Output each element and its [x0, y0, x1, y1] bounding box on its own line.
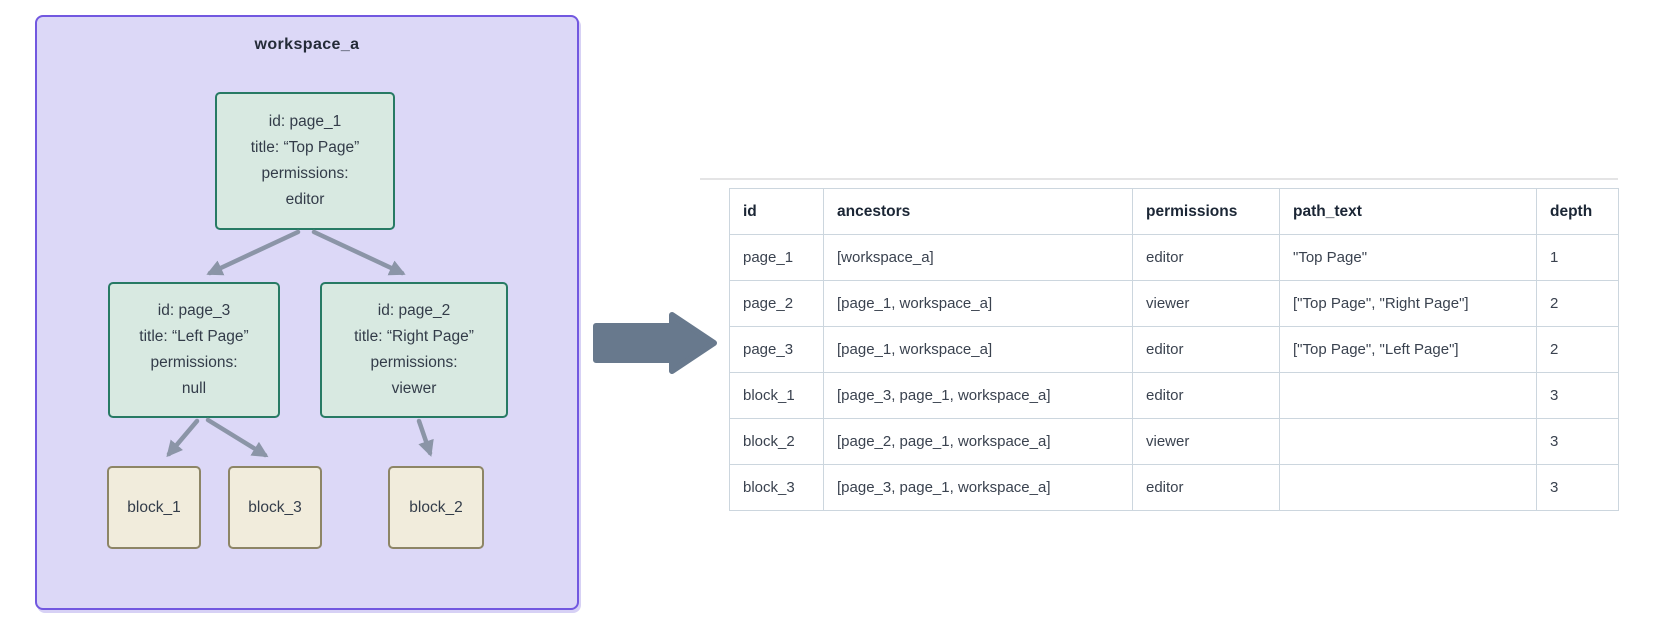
cell-path-text: ["Top Page", "Left Page"] [1279, 326, 1537, 373]
node-line: permissions: [150, 354, 238, 371]
cell-permissions: viewer [1132, 280, 1280, 327]
cell-depth: 3 [1536, 464, 1619, 511]
header-path-text: path_text [1279, 188, 1537, 235]
cell-id: page_3 [729, 326, 824, 373]
node-line: permissions: [370, 354, 458, 371]
node-page-2: id: page_2 title: “Right Page” permissio… [320, 282, 508, 418]
cell-path-text [1279, 418, 1537, 465]
node-line: viewer [391, 380, 437, 397]
node-line: title: “Top Page” [250, 139, 360, 156]
block-label: block_2 [409, 498, 463, 516]
cell-ancestors: [workspace_a] [823, 234, 1133, 281]
node-block-3: block_3 [228, 466, 322, 549]
cell-id: block_1 [729, 372, 824, 419]
block-label: block_3 [248, 498, 302, 516]
node-line: null [181, 380, 207, 397]
cell-id: block_2 [729, 418, 824, 465]
cell-permissions: editor [1132, 234, 1280, 281]
node-line: id: page_2 [377, 302, 451, 319]
table-row: block_2 [page_2, page_1, workspace_a] vi… [729, 418, 1619, 465]
node-page-1: id: page_1 title: “Top Page” permissions… [215, 92, 395, 230]
cell-ancestors: [page_3, page_1, workspace_a] [823, 464, 1133, 511]
header-permissions: permissions [1132, 188, 1280, 235]
cell-id: page_2 [729, 280, 824, 327]
node-line: title: “Right Page” [354, 328, 474, 345]
workspace-title: workspace_a [254, 36, 360, 53]
header-depth: depth [1536, 188, 1619, 235]
cell-depth: 3 [1536, 418, 1619, 465]
divider-line [700, 178, 1618, 180]
node-page-3: id: page_3 title: “Left Page” permission… [108, 282, 280, 418]
cell-depth: 2 [1536, 280, 1619, 327]
cell-ancestors: [page_3, page_1, workspace_a] [823, 372, 1133, 419]
node-block-2: block_2 [388, 466, 484, 549]
node-line: editor [285, 191, 325, 208]
node-line: title: “Left Page” [139, 328, 249, 345]
hierarchy-table: id ancestors permissions path_text depth… [729, 188, 1619, 511]
cell-permissions: editor [1132, 326, 1280, 373]
cell-ancestors: [page_1, workspace_a] [823, 280, 1133, 327]
transform-arrow-icon [593, 312, 717, 374]
node-line: id: page_3 [157, 302, 231, 319]
table-row: block_3 [page_3, page_1, workspace_a] ed… [729, 464, 1619, 511]
cell-permissions: editor [1132, 372, 1280, 419]
header-ancestors: ancestors [823, 188, 1133, 235]
cell-depth: 3 [1536, 372, 1619, 419]
cell-ancestors: [page_1, workspace_a] [823, 326, 1133, 373]
cell-depth: 1 [1536, 234, 1619, 281]
block-label: block_1 [127, 498, 181, 516]
node-line: permissions: [261, 165, 349, 182]
table-row: page_3 [page_1, workspace_a] editor ["To… [729, 326, 1619, 373]
cell-permissions: editor [1132, 464, 1280, 511]
cell-ancestors: [page_2, page_1, workspace_a] [823, 418, 1133, 465]
cell-id: block_3 [729, 464, 824, 511]
cell-permissions: viewer [1132, 418, 1280, 465]
table-row: page_2 [page_1, workspace_a] viewer ["To… [729, 280, 1619, 327]
cell-path-text: "Top Page" [1279, 234, 1537, 281]
cell-path-text [1279, 464, 1537, 511]
cell-path-text: ["Top Page", "Right Page"] [1279, 280, 1537, 327]
table-header-row: id ancestors permissions path_text depth [729, 188, 1619, 235]
table-row: block_1 [page_3, page_1, workspace_a] ed… [729, 372, 1619, 419]
cell-path-text [1279, 372, 1537, 419]
cell-id: page_1 [729, 234, 824, 281]
header-id: id [729, 188, 824, 235]
cell-depth: 2 [1536, 326, 1619, 373]
node-block-1: block_1 [107, 466, 201, 549]
node-line: id: page_1 [268, 113, 342, 130]
table-row: page_1 [workspace_a] editor "Top Page" 1 [729, 234, 1619, 281]
